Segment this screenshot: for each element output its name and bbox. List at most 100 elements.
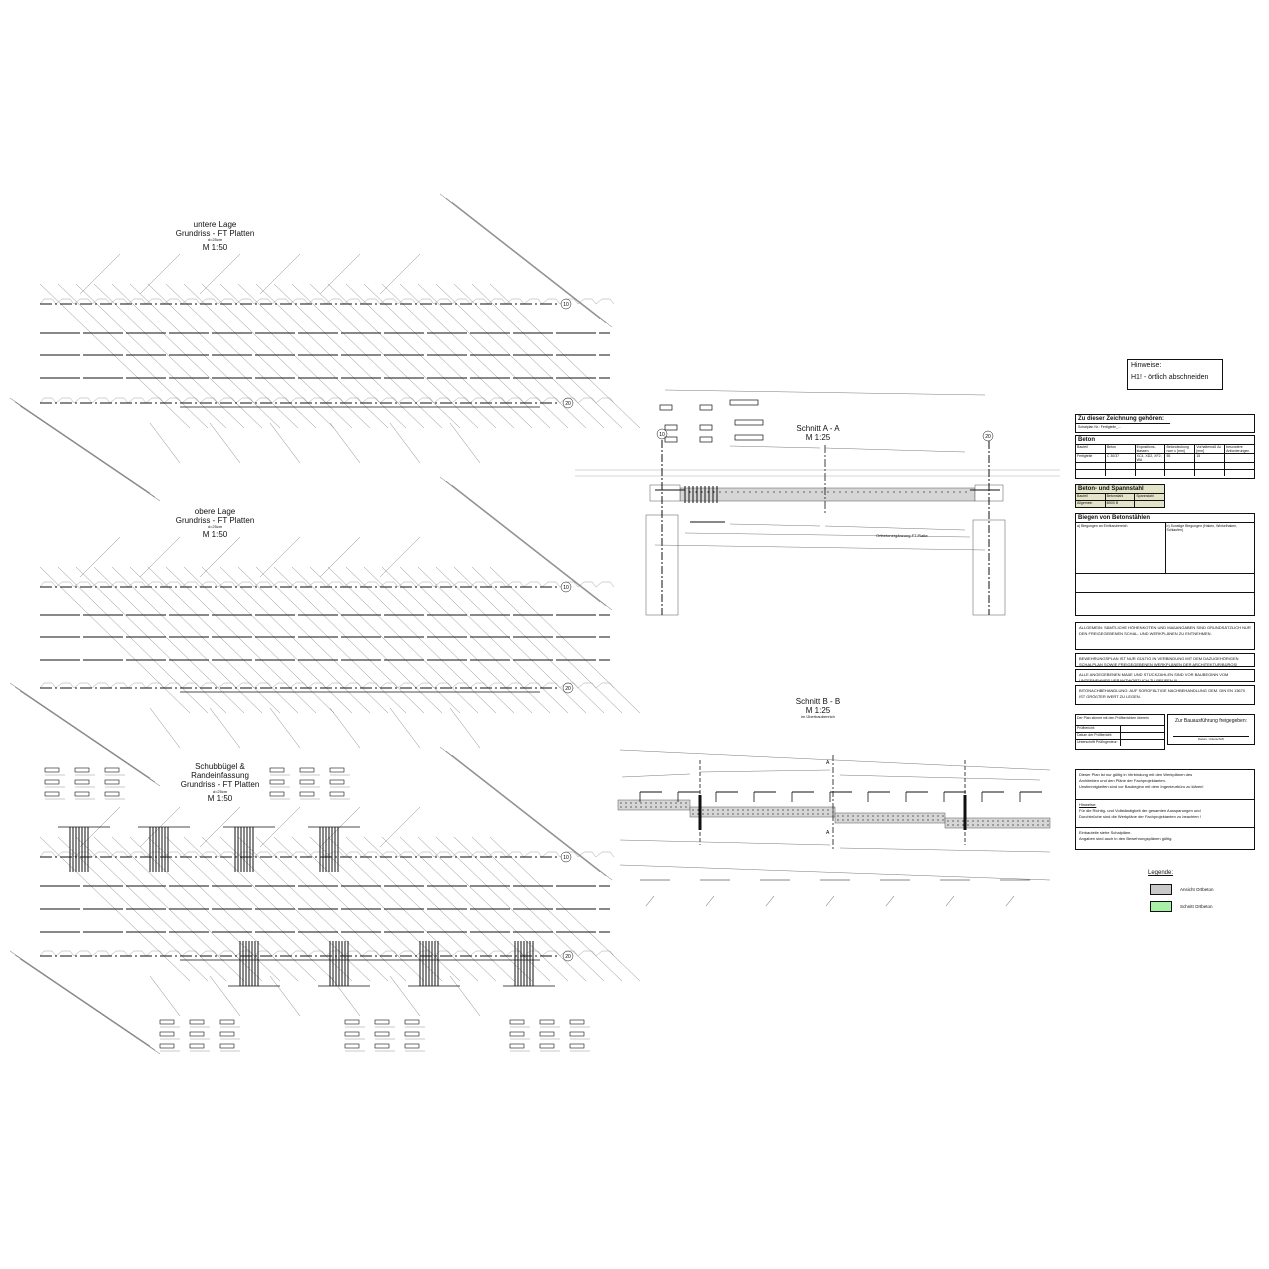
hinweise-text: H1! - örtlich abschneiden	[1131, 374, 1209, 381]
rebar-dot	[887, 819, 889, 821]
rebar-dot	[872, 815, 874, 817]
bar-schedule-shape	[189, 1043, 205, 1049]
cell: Betonstahl	[1106, 494, 1136, 500]
rebar-dot	[762, 809, 764, 811]
rebar-dot	[1037, 824, 1039, 826]
rebar-dot	[987, 820, 989, 822]
section-scale: M 1:25	[805, 433, 831, 443]
slab-section	[679, 487, 976, 502]
rebar-dot	[809, 491, 811, 493]
leader-diagonal	[19, 958, 161, 1055]
bar-schedule-shape	[509, 1031, 525, 1037]
rebar-dot	[917, 815, 919, 817]
rebar-dot	[867, 815, 869, 817]
rebar-dot	[887, 491, 889, 493]
dimension-leader	[259, 806, 301, 848]
dimension-line	[621, 773, 691, 778]
rebar-dot	[845, 491, 847, 493]
dimension-line	[619, 749, 1051, 771]
leader-diagonal	[439, 193, 601, 320]
rebar-dot	[697, 813, 699, 815]
plan-title-line: Randeinfassung	[191, 771, 249, 781]
rebar-diagonal	[129, 283, 281, 429]
rebar-dot	[779, 491, 781, 493]
plan-note: Architekten und den Pläne der Fachprojek…	[1079, 778, 1166, 783]
rebar-diagonal	[75, 566, 227, 714]
dimension-leader	[319, 253, 361, 295]
rebar-dot	[719, 491, 721, 493]
plan-note: Hinweise:	[1079, 802, 1097, 807]
cell: besondere Anforderungen	[1226, 445, 1250, 453]
legend-swatch	[1150, 901, 1172, 912]
rebar-dot	[802, 813, 804, 815]
rebar-dot	[997, 820, 999, 822]
cell	[1135, 501, 1164, 507]
rebar-dot	[680, 806, 682, 808]
dimension-line	[839, 774, 1041, 781]
dimension-leader	[389, 975, 421, 1017]
legend-item-schnitt: Schnitt Ortbeton	[1150, 901, 1213, 912]
bar-schedule-shape	[374, 1019, 390, 1025]
slab-segment	[834, 812, 946, 824]
dimension-leader	[209, 422, 241, 464]
rebar-dot	[833, 491, 835, 493]
rebar-diagonal	[381, 283, 533, 429]
rebar-dot	[942, 815, 944, 817]
rebar-dot	[737, 813, 739, 815]
rebar-dot	[953, 491, 955, 493]
pruef-box: Der Plan stimmt mit den Prüfberichten üb…	[1075, 714, 1165, 750]
rebar-diagonal	[417, 566, 569, 714]
rebar-dot	[737, 809, 739, 811]
plan-note: Einbauteile siehe Schalpläne.	[1079, 830, 1132, 835]
rebar-dot	[635, 802, 637, 804]
rebar-dot	[917, 491, 919, 493]
rebar-diagonal	[291, 283, 443, 429]
cell: XC4, XD2, XF2, WA	[1136, 454, 1166, 462]
rebar-diagonal	[381, 566, 533, 714]
rebar-dot	[675, 806, 677, 808]
rebar-dot	[822, 813, 824, 815]
rebar-dot	[1027, 820, 1029, 822]
rebar-dot	[957, 824, 959, 826]
rebar-diagonal	[57, 566, 209, 714]
rebar-dot	[1047, 824, 1049, 826]
rebar-dot	[852, 815, 854, 817]
rebar-dot	[869, 491, 871, 493]
cell: Betondeckung nom c [mm]	[1165, 445, 1196, 453]
rebar-dot	[992, 820, 994, 822]
cut-mark-label: A	[826, 760, 830, 766]
rebar-dot	[717, 813, 719, 815]
bar-schedule-shape	[104, 767, 120, 773]
rebar-dot	[777, 809, 779, 811]
rebar-dot	[967, 820, 969, 822]
rebar-dot	[1007, 824, 1009, 826]
rebar-dot	[922, 819, 924, 821]
cell: Beton	[1106, 445, 1136, 453]
dimension-line	[654, 544, 986, 551]
axis-marker	[560, 851, 572, 863]
bar-schedule-shape	[509, 1019, 525, 1025]
section-b-title: Schnitt B - B M 1:25 im Überbaubereich	[768, 697, 868, 720]
rebar-dot	[707, 491, 709, 493]
rebar-dot	[862, 819, 864, 821]
legend-label: Schnitt Ortbeton	[1180, 904, 1213, 909]
bar-schedule-shape	[44, 791, 60, 797]
rebar-dot	[972, 824, 974, 826]
axis-marker	[656, 428, 668, 440]
rebar-dot	[752, 809, 754, 811]
rebar-dot	[1032, 824, 1034, 826]
bar-schedule-shape	[159, 1019, 175, 1025]
axis-label: 20	[565, 686, 571, 692]
axis-label: 10	[659, 432, 665, 438]
leader-diagonal	[451, 484, 613, 611]
bar-schedule-shape	[104, 791, 120, 797]
biegen-title: Biegen von Betonstählen	[1078, 515, 1151, 521]
rebar-diagonal	[165, 283, 317, 429]
rebar-dot	[857, 491, 859, 493]
bar-schedule-shape	[104, 779, 120, 785]
rebar-dot	[727, 813, 729, 815]
rebar-diagonal	[147, 283, 299, 429]
